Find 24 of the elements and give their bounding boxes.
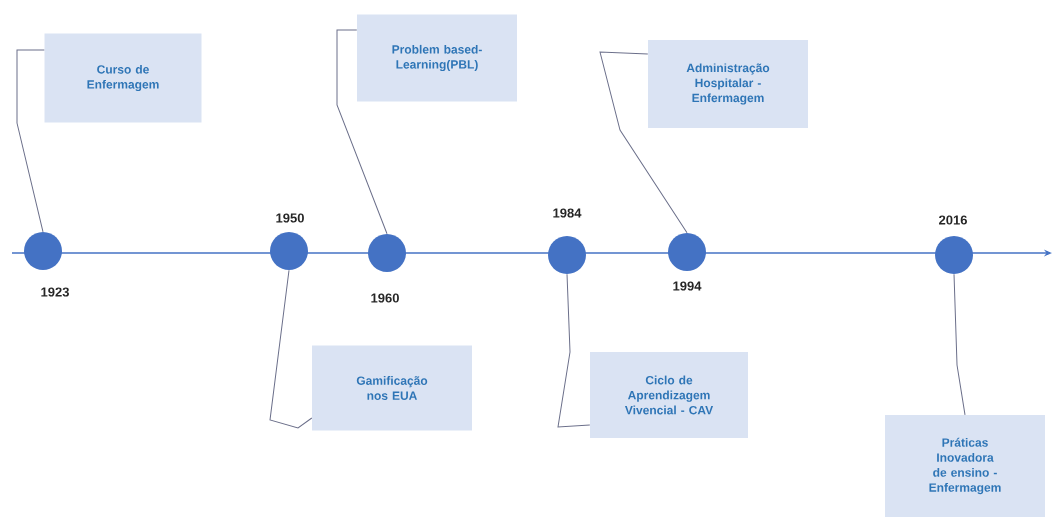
event-box: Práticas Inovadora de ensino - Enfermagem <box>885 415 1045 517</box>
year-label: 1923 <box>41 287 69 297</box>
event-box: Administração Hospitalar - Enfermagem <box>648 40 808 128</box>
event-box: Curso de Enfermagem <box>44 33 202 123</box>
year-label: 1950 <box>276 213 304 223</box>
timeline-dot <box>668 233 706 271</box>
leader-line <box>16 49 45 233</box>
timeline-dot <box>24 232 62 270</box>
timeline-dot <box>935 236 973 274</box>
timeline-dot <box>548 236 586 274</box>
leader-line <box>269 269 313 429</box>
event-box: Problem based-Learning(PBL) <box>357 14 517 102</box>
year-label: 1994 <box>673 281 702 291</box>
year-label: 1984 <box>553 208 582 218</box>
leader-line <box>336 29 388 235</box>
event-box: Gamificação nos EUA <box>312 345 472 431</box>
year-label: 2016 <box>939 215 967 225</box>
timeline-dot <box>368 234 406 272</box>
timeline-dot <box>270 232 308 270</box>
year-label: 1960 <box>371 293 399 303</box>
leader-line <box>557 273 591 428</box>
leader-line <box>599 51 688 234</box>
event-box: Ciclo de Aprendizagem Vivencial - CAV <box>590 352 748 438</box>
leader-line <box>953 273 966 416</box>
